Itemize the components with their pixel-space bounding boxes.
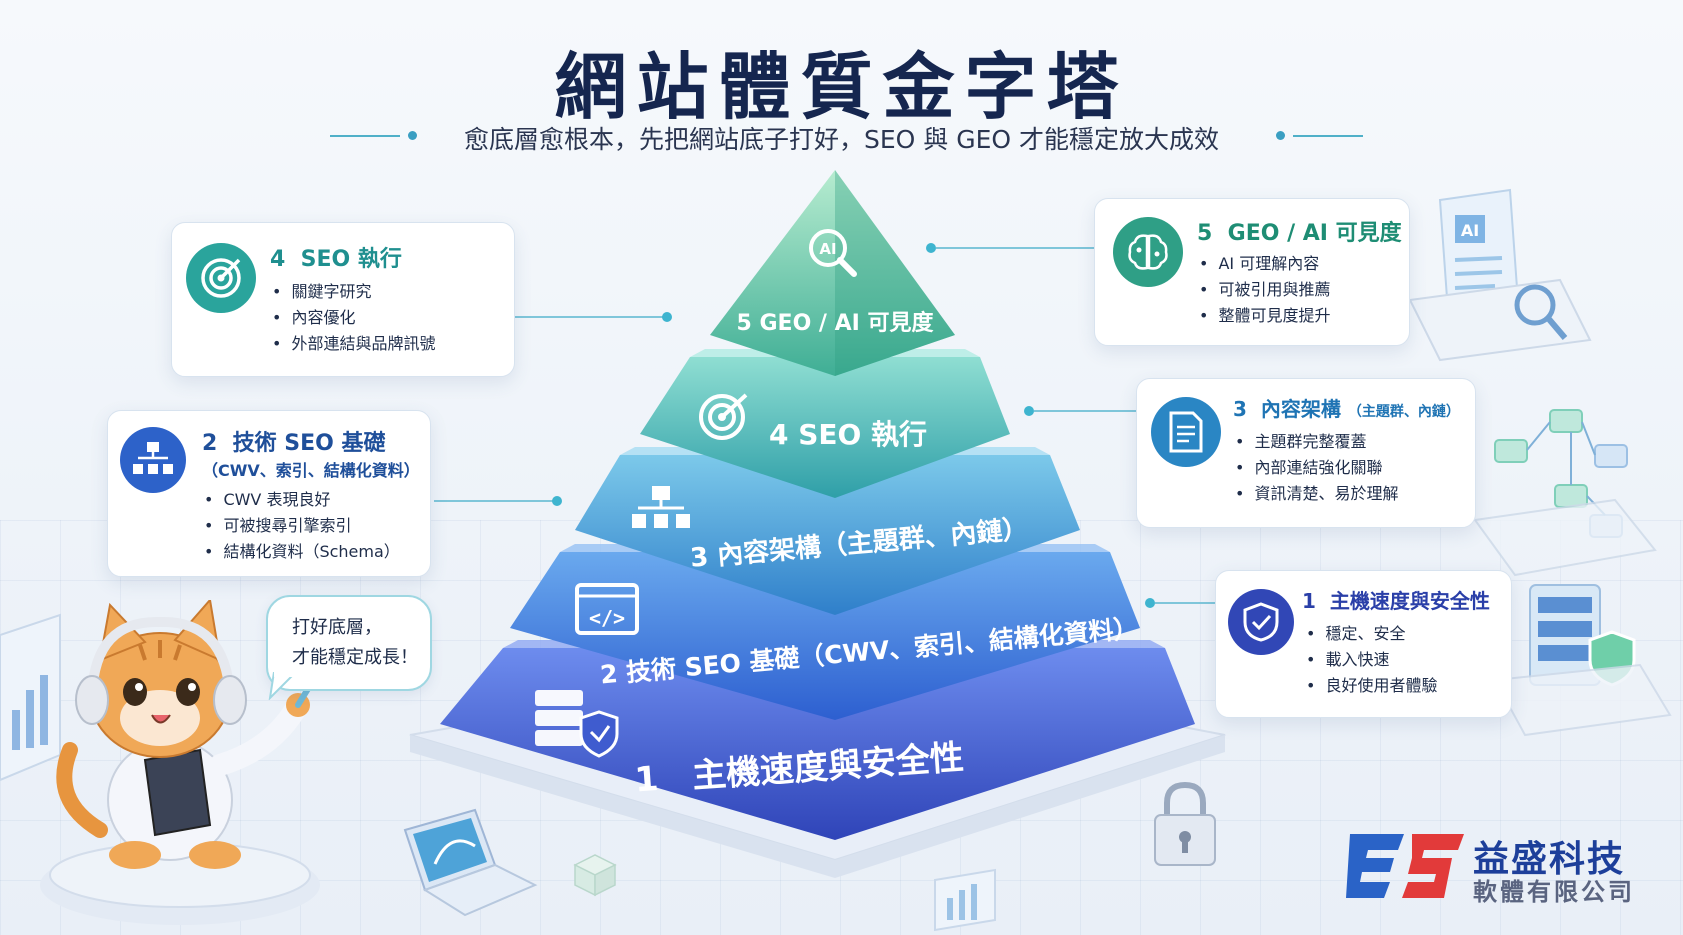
- list-item: 資訊清楚、易於理解: [1235, 481, 1398, 507]
- card-geo: 5 GEO / AI 可見度 AI 可理解內容 可被引用與推薦 整體可見度提升: [1094, 198, 1410, 346]
- list-item: 結構化資料（Schema）: [204, 539, 399, 565]
- card-host: 1 主機速度與安全性 穩定、安全 載入快速 良好使用者體驗: [1215, 570, 1512, 718]
- list-item: 可被搜尋引擎索引: [204, 513, 400, 539]
- card-tech-subtitle: （CWV、索引、結構化資料）: [202, 461, 420, 480]
- card-geo-list: AI 可理解內容 可被引用與推薦 整體可見度提升: [1199, 251, 1330, 329]
- card-tech-list: CWV 表現良好 可被搜尋引擎索引 結構化資料（Schema）: [204, 487, 400, 565]
- list-item: 良好使用者體驗: [1306, 673, 1437, 699]
- card-tech-title: 2 技術 SEO 基礎: [202, 431, 386, 456]
- list-item: 主題群完整覆蓋: [1235, 429, 1398, 455]
- pyramid-level-5-label: 5 GEO / AI 可見度: [737, 310, 935, 336]
- card-host-title: 1 主機速度與安全性: [1302, 589, 1490, 613]
- card-seo: 4 SEO 執行 關鍵字研究 內容優化 外部連結與品牌訊號: [171, 222, 515, 377]
- page-title: 網站體質金字塔: [554, 45, 1129, 129]
- connector-dot-host: [1145, 598, 1155, 608]
- card-content-list: 主題群完整覆蓋 內部連結強化關聯 資訊清楚、易於理解: [1235, 429, 1398, 507]
- speech-bubble-tail: [268, 672, 294, 700]
- brand-name: 益盛科技: [1473, 839, 1626, 880]
- ai-search-icon: AI: [809, 229, 857, 277]
- cat-mascot: [40, 600, 338, 925]
- list-item: CWV 表現良好: [204, 487, 400, 513]
- connector-seo: [515, 316, 663, 318]
- subtitle-dot-right: [1276, 131, 1285, 140]
- server-shield-icon-level-1: [535, 690, 619, 758]
- card-seo-title: 4 SEO 執行: [270, 247, 402, 272]
- card-tech: 2 技術 SEO 基礎 （CWV、索引、結構化資料） CWV 表現良好 可被搜尋…: [107, 410, 431, 577]
- sitemap-icon: [120, 427, 186, 493]
- svg-text:AI: AI: [1461, 221, 1479, 240]
- pyramid-level-3: [575, 455, 1080, 615]
- connector-dot-seo: [662, 312, 672, 322]
- svg-text:ES: ES: [1405, 899, 1407, 901]
- pyramid-level-4-label: 4 SEO 執行: [769, 418, 927, 451]
- list-item: 可被引用與推薦: [1199, 277, 1330, 303]
- laptop-gauge-icon: [403, 808, 538, 917]
- target-icon: [186, 243, 256, 313]
- card-content: 3 內容架構 （主題群、內鏈） 主題群完整覆蓋 內部連結強化關聯 資訊清楚、易於…: [1136, 378, 1476, 528]
- brain-icon: [1113, 217, 1183, 287]
- card-seo-list: 關鍵字研究 內容優化 外部連結與品牌訊號: [272, 279, 435, 357]
- list-item: 關鍵字研究: [272, 279, 435, 305]
- pyramid-level-5: [710, 170, 955, 376]
- svg-text:AI: AI: [819, 240, 836, 258]
- list-item: 載入快速: [1306, 647, 1437, 673]
- list-item: 內容優化: [272, 305, 435, 331]
- list-item: 內部連結強化關聯: [1235, 455, 1398, 481]
- list-item: 整體可見度提升: [1199, 303, 1330, 329]
- pyramid-level-1: [440, 648, 1195, 840]
- connector-tech: [434, 500, 554, 502]
- pyramid-level-2: [510, 552, 1140, 720]
- shield-icon: [1228, 589, 1294, 655]
- server-rack-decor: [1493, 584, 1672, 737]
- page-subtitle: 愈底層愈根本，先把網站底子打好，SEO 與 GEO 才能穩定放大成效: [463, 125, 1220, 154]
- connector-dot-content: [1024, 406, 1034, 416]
- bubble-line-2: 才能穩定成長！: [292, 647, 418, 668]
- list-item: AI 可理解內容: [1199, 251, 1330, 277]
- ai-tablet-decor: AI: [1408, 188, 1592, 362]
- subtitle-dot-left: [408, 131, 417, 140]
- brand-subtitle: 軟體有限公司: [1473, 878, 1635, 906]
- connector-dot-tech: [552, 496, 562, 506]
- connector-geo: [936, 247, 1094, 249]
- pyramid-level-5-face: [835, 170, 955, 376]
- svg-text:</>: </>: [589, 606, 625, 630]
- sitemap-icon-level-3: [632, 486, 690, 528]
- padlock-icon: [1154, 781, 1216, 866]
- connector-content: [1034, 410, 1136, 412]
- brand-logo: ES: [1346, 834, 1464, 901]
- code-icon-level-2: </>: [575, 583, 639, 635]
- target-icon-level-4: [699, 393, 748, 440]
- list-item: 穩定、安全: [1306, 621, 1437, 647]
- list-item: 外部連結與品牌訊號: [272, 331, 435, 357]
- document-icon: [1151, 397, 1221, 467]
- chart-board-decor: [934, 868, 996, 932]
- card-content-title: 3 內容架構 （主題群、內鏈）: [1233, 397, 1460, 421]
- pyramid-level-4: [640, 357, 1010, 498]
- subtitle-line-right: [1293, 135, 1363, 137]
- network-nodes-decor: [1473, 409, 1657, 577]
- card-geo-title: 5 GEO / AI 可見度: [1197, 221, 1402, 246]
- subtitle-line-left: [330, 135, 400, 137]
- cube-decor: [573, 854, 617, 897]
- connector-dot-geo: [926, 243, 936, 253]
- connector-host: [1155, 602, 1215, 604]
- card-host-list: 穩定、安全 載入快速 良好使用者體驗: [1306, 621, 1437, 699]
- bubble-line-1: 打好底層，: [292, 617, 382, 638]
